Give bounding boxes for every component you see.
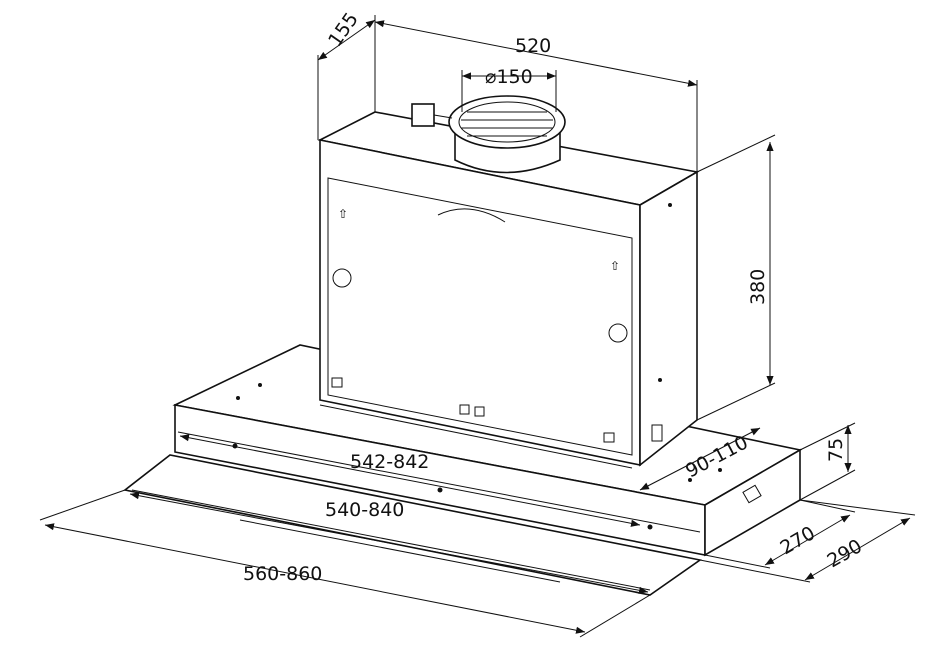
chimney-box xyxy=(317,111,700,469)
dim-duct-diameter: ⌀150 xyxy=(485,66,533,88)
dimension-lines xyxy=(39,15,916,638)
dim-overall-width: 560-860 xyxy=(243,563,322,585)
dim-chimney-depth: 155 xyxy=(324,9,363,51)
dim-hood-height: 75 xyxy=(825,438,847,462)
arrow-up-icon: ⇧ xyxy=(338,207,348,221)
fan-outlet xyxy=(411,95,566,174)
dim-hood-inner-width: 542-842 xyxy=(350,451,429,473)
dim-overall-depth: 290 xyxy=(824,535,866,572)
dim-glass-width: 540-840 xyxy=(325,499,404,521)
dim-hood-depth: 270 xyxy=(777,522,819,559)
dim-chimney-height: 380 xyxy=(747,269,769,305)
arrow-up-icon: ⇧ xyxy=(610,259,620,273)
dim-chimney-width: 520 xyxy=(515,35,551,57)
